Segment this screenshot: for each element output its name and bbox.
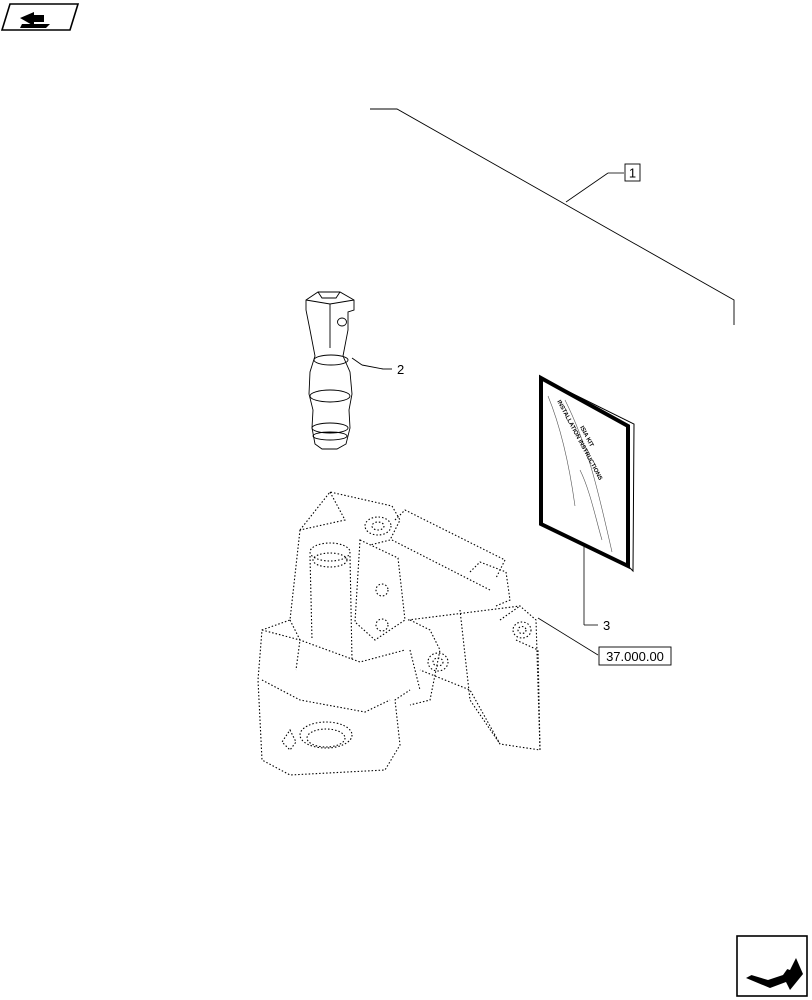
callout-label-1: 1 bbox=[629, 166, 636, 181]
reference-callout: 37.000.00 bbox=[537, 617, 672, 666]
tow-hitch-assembly-ghost bbox=[257, 491, 541, 776]
previous-page-arrow-icon[interactable] bbox=[0, 3, 80, 31]
callout-box-1 bbox=[624, 163, 641, 182]
kit-bracket: 1 bbox=[370, 108, 735, 325]
instruction-booklet-part: ISIA KIT INSTALLATION INSTRUCTIONS 3 bbox=[539, 374, 635, 633]
clevis-pin-part: 2 bbox=[305, 291, 404, 450]
callout-label-3: 3 bbox=[603, 618, 610, 633]
reference-box[interactable] bbox=[598, 646, 672, 666]
callout-label-2: 2 bbox=[397, 362, 404, 377]
next-page-arrow-icon[interactable] bbox=[736, 935, 808, 997]
reference-page-label[interactable]: 37.000.00 bbox=[606, 649, 664, 664]
